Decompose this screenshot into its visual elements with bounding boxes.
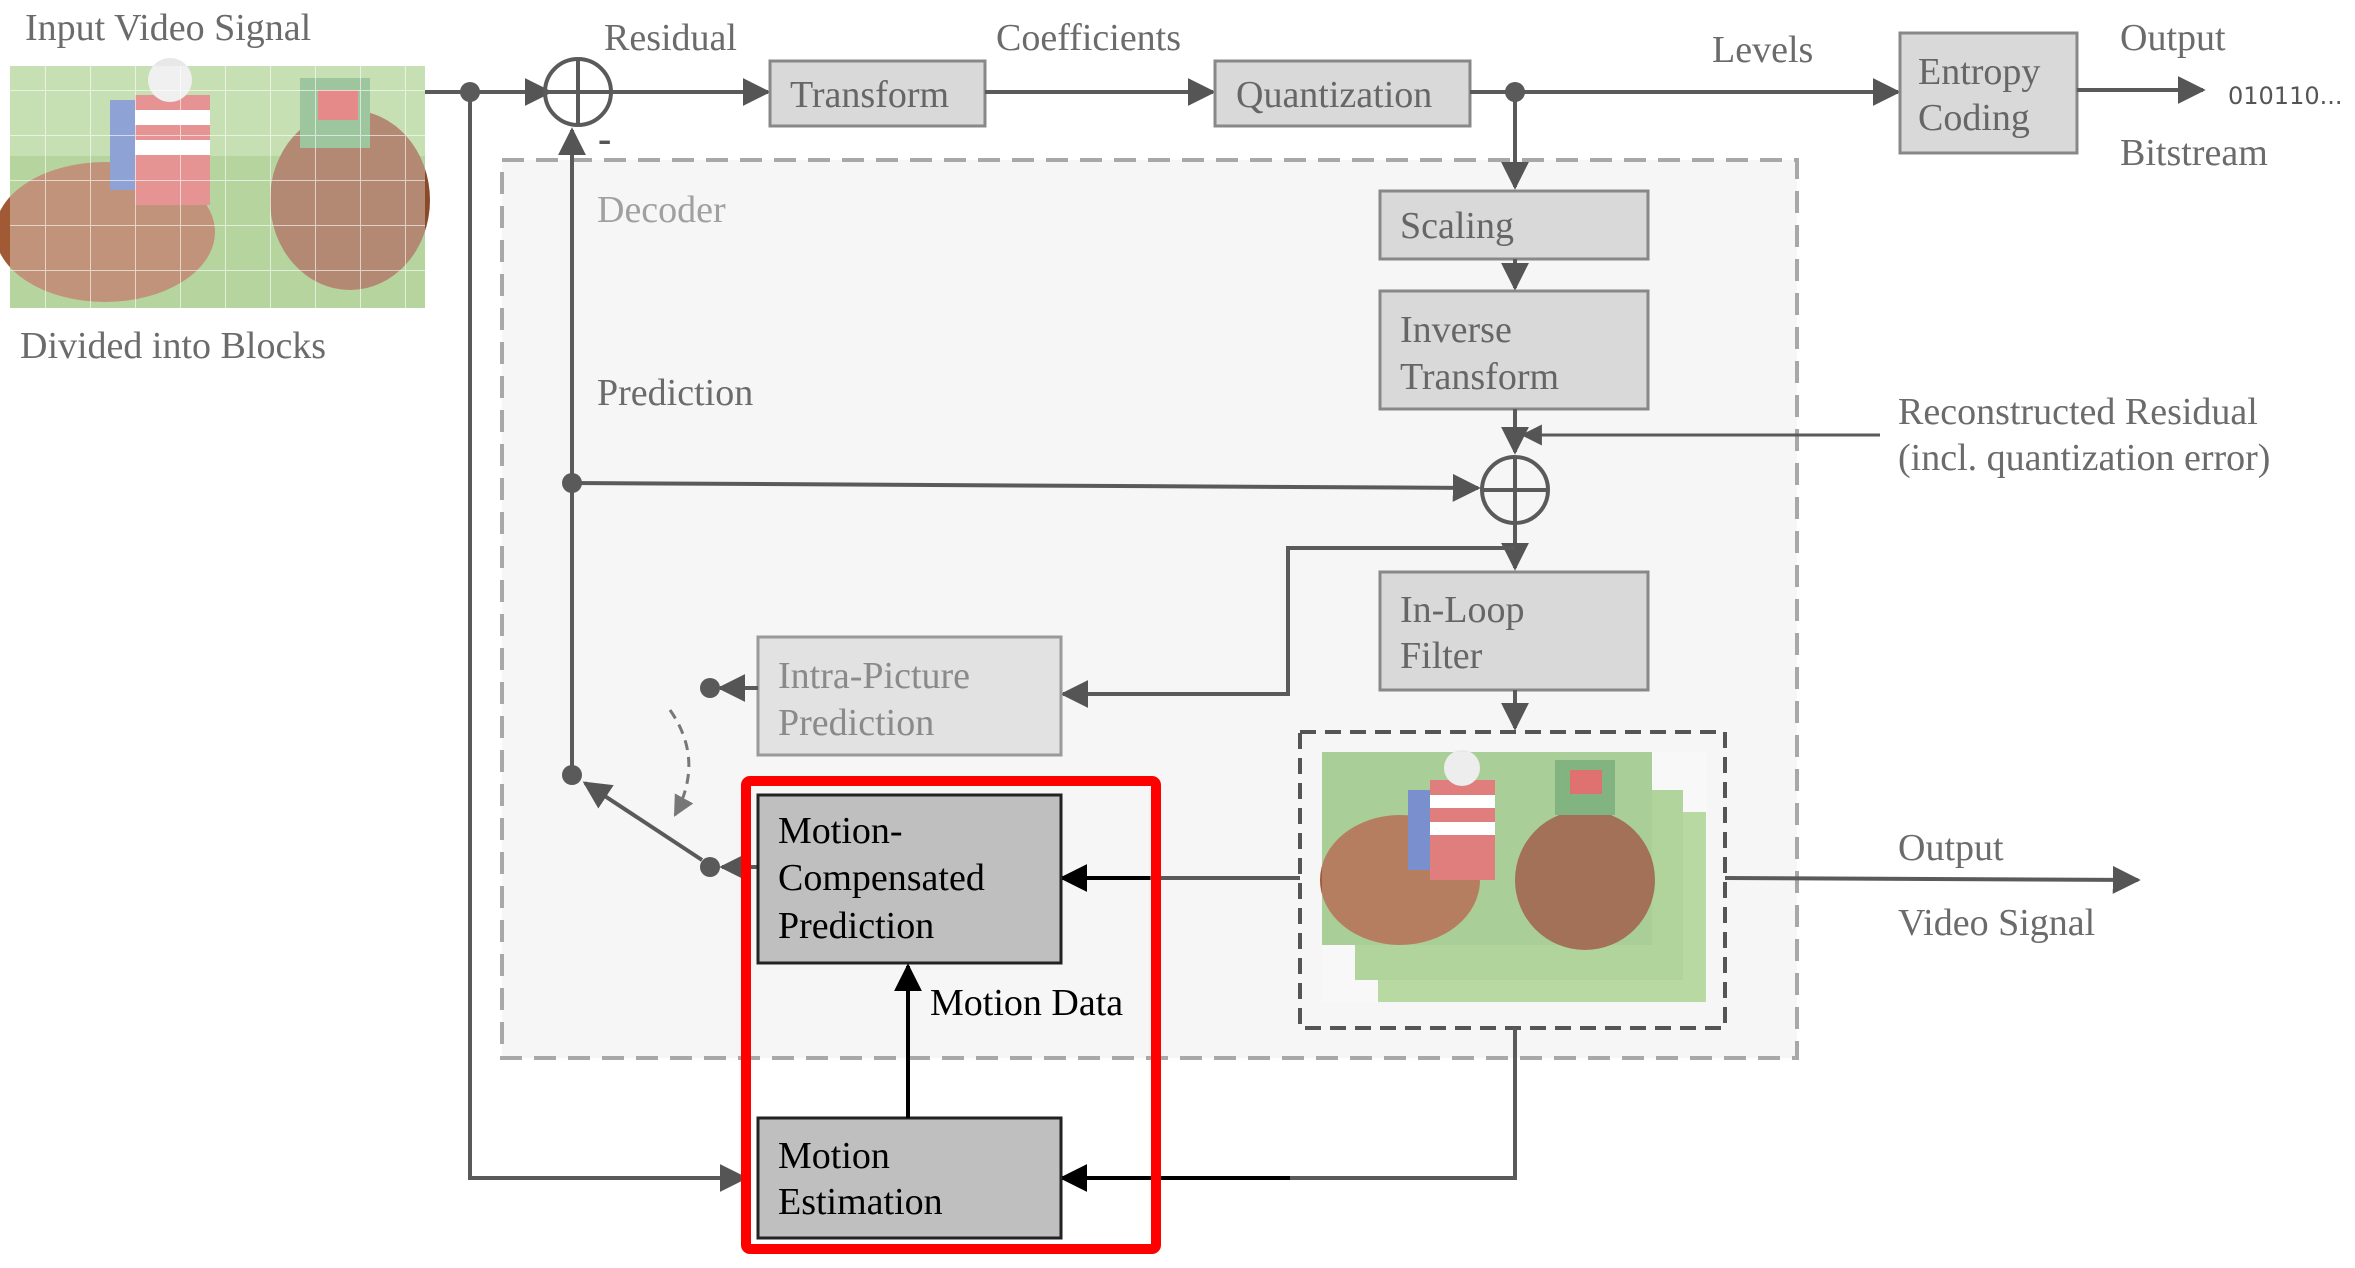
in-loop-filter-label: In-Loop Filter	[1400, 589, 1534, 677]
inverse-transform-label: Inverse Transform	[1400, 309, 1559, 398]
transform-label: Transform	[790, 74, 949, 116]
input-signal-label: Input Video Signal	[25, 7, 311, 49]
prediction-label: Prediction	[597, 372, 753, 414]
video-signal-label: Video Signal	[1898, 902, 2095, 944]
motion-data-label: Motion Data	[930, 982, 1123, 1024]
decoder-label: Decoder	[597, 189, 726, 231]
output-video-label: Output	[1898, 827, 2004, 869]
quantization-block	[1213, 59, 1472, 128]
scaling-label: Scaling	[1400, 205, 1514, 247]
coefficients-label: Coefficients	[996, 17, 1181, 59]
transform-block	[768, 59, 987, 128]
mcp-label: Motion- Compensated Prediction	[778, 810, 994, 947]
reconstruction-summer	[1480, 455, 1550, 525]
intra-prediction-block	[756, 635, 1063, 757]
output-label: Output	[2120, 17, 2226, 59]
me-label: Motion Estimation	[778, 1135, 943, 1223]
intra-prediction-label: Intra-Picture Prediction	[778, 655, 980, 744]
residual-label: Residual	[604, 17, 737, 59]
scaling-block	[1378, 189, 1650, 261]
mcp-block	[756, 793, 1063, 965]
reference-pictures	[1320, 750, 1707, 1002]
input-video-image	[0, 58, 430, 308]
bitstream-label: Bitstream	[2120, 132, 2268, 174]
entropy-coding-block	[1898, 31, 2079, 155]
bits-label: 010110...	[2228, 82, 2343, 110]
quantization-label: Quantization	[1236, 74, 1432, 116]
levels-label: Levels	[1712, 29, 1813, 71]
highlight-box	[741, 776, 1161, 1254]
entropy-coding-label: Entropy Coding	[1918, 51, 2050, 139]
me-block	[756, 1116, 1063, 1240]
divided-label: Divided into Blocks	[20, 325, 326, 367]
recon-residual-label: Reconstructed Residual (incl. quantizati…	[1898, 391, 2270, 479]
minus-sign: -	[598, 116, 611, 161]
